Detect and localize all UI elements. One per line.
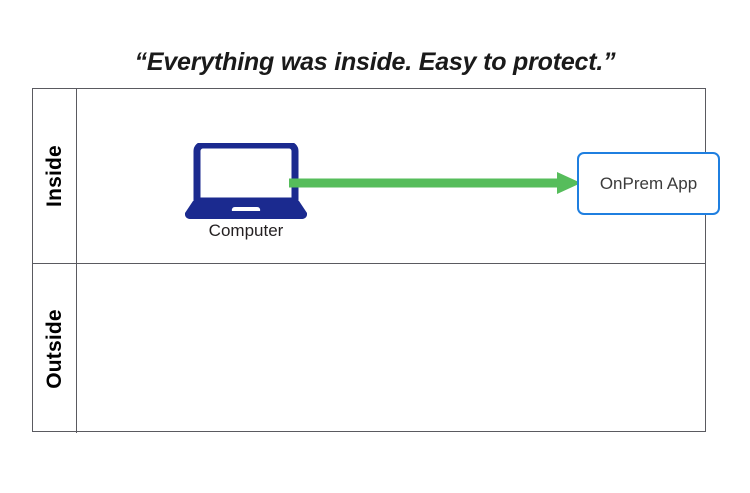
node-onprem-app-label: OnPrem App: [599, 173, 698, 193]
zone-frame: Inside Computer: [32, 88, 720, 433]
zone-label-outside: Outside: [42, 308, 66, 389]
zone-label-inside: Inside: [42, 145, 66, 207]
node-computer[interactable]: Computer: [181, 143, 311, 241]
zone-label-cell-outside: Outside: [33, 264, 77, 433]
arrowhead-icon: [557, 172, 581, 194]
zone-row-inside: Inside Computer: [33, 89, 720, 264]
page-title: “Everything was inside. Easy to protect.…: [134, 48, 616, 76]
zone-body-inside: Computer OnPrem App: [77, 89, 720, 263]
laptop-icon: [185, 143, 307, 219]
zone-body-outside: [77, 264, 705, 433]
zone-row-outside: Outside: [33, 264, 705, 433]
node-computer-label: Computer: [208, 221, 284, 240]
zone-label-cell-inside: Inside: [33, 89, 77, 263]
connector-computer-to-onprem-app: [289, 172, 581, 194]
node-onprem-app[interactable]: OnPrem App: [577, 152, 720, 215]
